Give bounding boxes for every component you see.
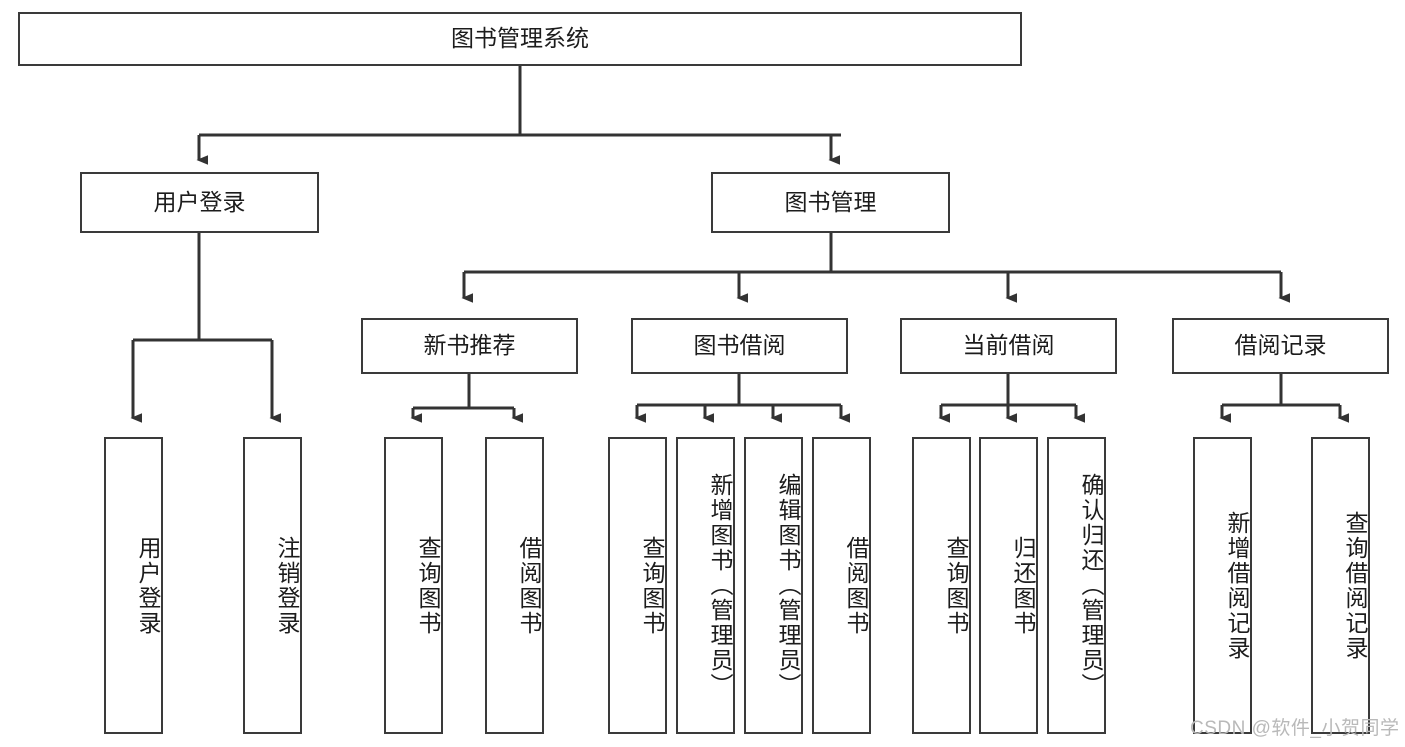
csdn-watermark: CSDN @软件_小贺同学 bbox=[1190, 718, 1400, 739]
node-label: 新书推荐 bbox=[423, 332, 516, 359]
leaf-new-book-query[interactable]: 查询图书 bbox=[384, 437, 443, 734]
leaf-book-borrow-edit-admin[interactable]: 编辑图书（管理员） bbox=[744, 437, 803, 734]
node-label: 借阅图书 bbox=[843, 535, 869, 636]
node-label: 用户登录 bbox=[153, 188, 246, 215]
leaf-current-borrow-return[interactable]: 归还图书 bbox=[979, 437, 1038, 734]
node-label: 用户登录 bbox=[135, 535, 161, 636]
node-label: 新增借阅记录 bbox=[1224, 510, 1250, 661]
leaf-current-borrow-query[interactable]: 查询图书 bbox=[912, 437, 971, 734]
node-label: 借阅记录 bbox=[1234, 332, 1327, 359]
node-label: 归还图书 bbox=[1010, 535, 1036, 636]
node-root-book-management-system[interactable]: 图书管理系统 bbox=[18, 12, 1022, 66]
leaf-borrow-record-query[interactable]: 查询借阅记录 bbox=[1311, 437, 1370, 734]
node-label: 查询图书 bbox=[943, 535, 969, 636]
node-label: 图书管理 bbox=[784, 188, 877, 215]
leaf-new-book-borrow[interactable]: 借阅图书 bbox=[485, 437, 544, 734]
leaf-book-borrow-borrow[interactable]: 借阅图书 bbox=[812, 437, 871, 734]
node-label: 确认归还（管理员） bbox=[1078, 473, 1104, 698]
node-user-login[interactable]: 用户登录 bbox=[80, 172, 319, 233]
node-label: 借阅图书 bbox=[516, 535, 542, 636]
node-label: 新增图书（管理员） bbox=[707, 473, 733, 698]
node-label: 编辑图书（管理员） bbox=[775, 473, 801, 698]
node-borrow-record[interactable]: 借阅记录 bbox=[1172, 318, 1389, 374]
leaf-current-borrow-confirm-admin[interactable]: 确认归还（管理员） bbox=[1047, 437, 1106, 734]
node-book-borrow[interactable]: 图书借阅 bbox=[631, 318, 848, 374]
leaf-book-borrow-query[interactable]: 查询图书 bbox=[608, 437, 667, 734]
node-label: 图书管理系统 bbox=[451, 25, 589, 52]
node-label: 注销登录 bbox=[274, 535, 300, 636]
node-current-borrow[interactable]: 当前借阅 bbox=[900, 318, 1117, 374]
leaf-book-borrow-add-admin[interactable]: 新增图书（管理员） bbox=[676, 437, 735, 734]
node-label: 查询借阅记录 bbox=[1342, 510, 1368, 661]
node-book-management[interactable]: 图书管理 bbox=[711, 172, 950, 233]
node-label: 查询图书 bbox=[415, 535, 441, 636]
node-label: 图书借阅 bbox=[693, 332, 786, 359]
node-label: 查询图书 bbox=[639, 535, 665, 636]
leaf-borrow-record-add[interactable]: 新增借阅记录 bbox=[1193, 437, 1252, 734]
node-label: 当前借阅 bbox=[962, 332, 1055, 359]
node-new-book-recommend[interactable]: 新书推荐 bbox=[361, 318, 578, 374]
leaf-user-login-logout[interactable]: 注销登录 bbox=[243, 437, 302, 734]
leaf-user-login-login[interactable]: 用户登录 bbox=[104, 437, 163, 734]
